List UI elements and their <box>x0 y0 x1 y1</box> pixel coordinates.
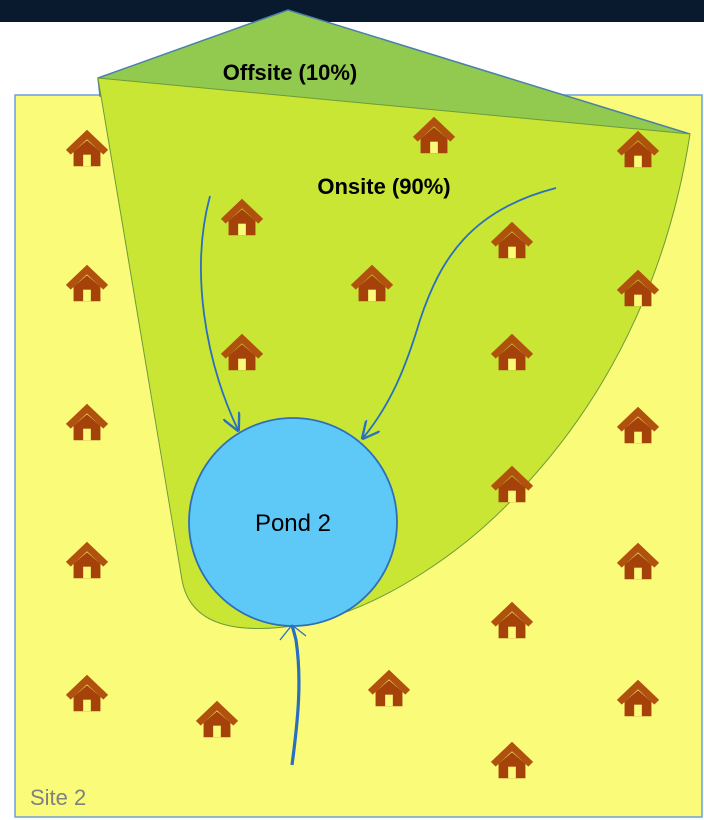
site-label: Site 2 <box>30 785 86 810</box>
flow-line-right <box>363 187 557 438</box>
flow-arrowhead-bottom <box>279 624 307 641</box>
flow-line-left <box>200 195 238 430</box>
onsite-label: Onsite (90%) <box>317 174 450 199</box>
flow-line-bottom <box>290 625 301 766</box>
offsite-label: Offsite (10%) <box>223 60 357 85</box>
pond-label: Pond 2 <box>255 510 331 537</box>
top-bar <box>0 0 704 22</box>
